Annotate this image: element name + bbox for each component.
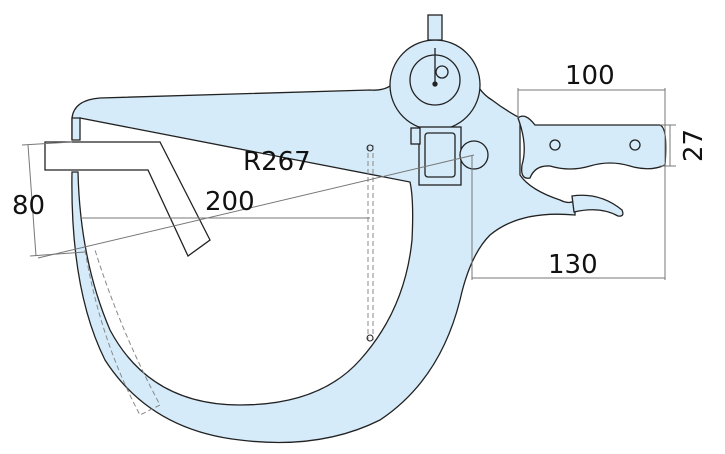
small-dial (435, 65, 449, 79)
dim-line-80 (27, 144, 37, 257)
dim-line-r267 (37, 154, 475, 259)
trigger-lever (571, 194, 624, 217)
rod-end-bottom (366, 334, 374, 342)
dim-label-100: 100 (565, 61, 615, 91)
probe-arm (44, 141, 211, 257)
dim-label-r267: R267 (243, 147, 311, 177)
counter-clip (410, 127, 421, 145)
gauge-body (71, 69, 576, 444)
dim-label-200: 200 (205, 187, 255, 217)
dial-stem (427, 14, 443, 41)
dim-label-80: 80 (12, 191, 45, 221)
needle-pivot (432, 81, 438, 87)
rod-end-top (366, 144, 374, 152)
dim-label-27: 27 (679, 129, 709, 162)
ext-line (29, 251, 86, 257)
counter-window (424, 132, 456, 178)
screw-icon (629, 139, 641, 151)
ext-line (21, 141, 73, 146)
jaw-tip-upper (71, 117, 81, 141)
screw-icon (549, 139, 561, 151)
dim-label-130: 130 (548, 250, 598, 280)
handle-grip (517, 115, 667, 179)
